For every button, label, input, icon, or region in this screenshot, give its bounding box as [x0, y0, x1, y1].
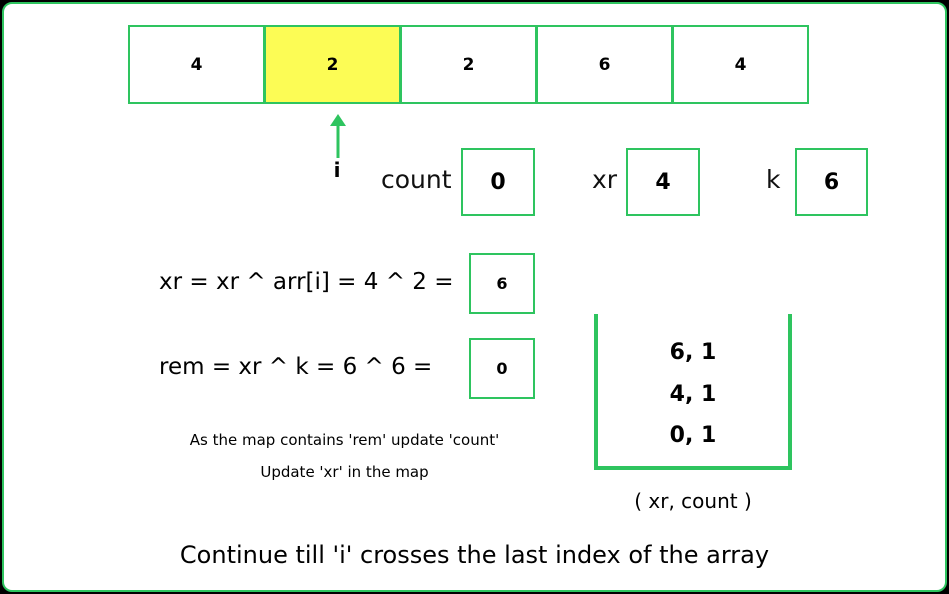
count-label: count [381, 165, 452, 194]
array-cell-4: 4 [672, 25, 809, 104]
map-container: 6, 1 4, 1 0, 1 [594, 314, 792, 470]
array-cell-1-highlighted: 2 [264, 25, 401, 104]
map-entry-0: 6, 1 [669, 340, 717, 365]
note-line-2: Update 'xr' in the map [260, 463, 429, 481]
k-label: k [766, 165, 781, 194]
rem-equation: rem = xr ^ k = 6 ^ 6 = [159, 354, 433, 380]
map-entry-1: 4, 1 [669, 382, 717, 407]
footer-text: Continue till 'i' crosses the last index… [179, 541, 770, 569]
xr-label: xr [592, 165, 618, 194]
map-entry-2: 0, 1 [669, 423, 717, 448]
up-arrow-icon [330, 114, 346, 158]
xr-equation: xr = xr ^ arr[i] = 4 ^ 2 = [159, 269, 454, 295]
pointer-label: i [333, 158, 341, 182]
note-line-1: As the map contains 'rem' update 'count' [189, 431, 500, 449]
rem-result-box: 0 [469, 338, 535, 399]
k-box: 6 [795, 148, 868, 216]
count-box: 0 [461, 148, 535, 216]
xr-result-box: 6 [469, 253, 535, 314]
array: 4 2 2 6 4 [128, 25, 809, 104]
array-cell-3: 6 [536, 25, 673, 104]
xr-box: 4 [626, 148, 700, 216]
array-cell-2: 2 [400, 25, 537, 104]
map-caption: ( xr, count ) [634, 489, 752, 513]
array-cell-0: 4 [128, 25, 265, 104]
